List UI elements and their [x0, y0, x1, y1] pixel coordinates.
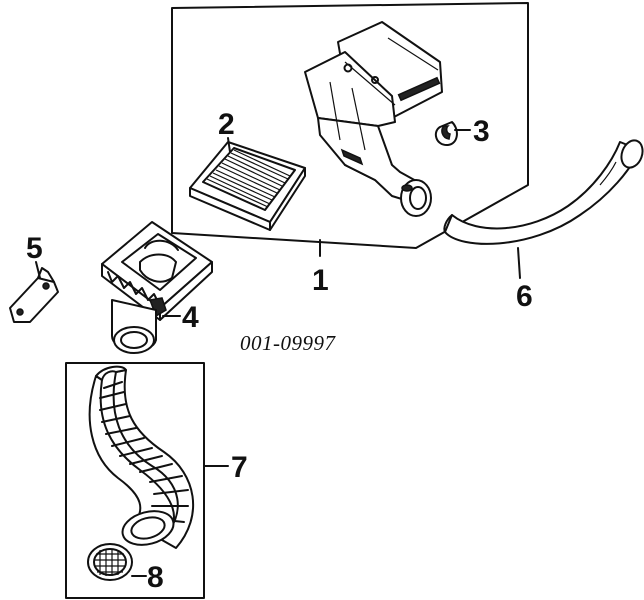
clip	[434, 121, 458, 147]
intake-duct	[88, 365, 195, 549]
callout-1: 1	[312, 264, 329, 297]
screen	[87, 543, 133, 581]
duct-group-box	[65, 362, 205, 599]
breather-hose	[443, 139, 644, 245]
callout-8: 8	[147, 561, 164, 594]
callout-7: 7	[231, 451, 248, 484]
air-filter-element	[189, 141, 306, 231]
callout-2: 2	[218, 108, 235, 141]
air-cleaner-housing	[304, 21, 443, 217]
callout-3: 3	[473, 115, 490, 148]
leader-lines	[35, 129, 521, 577]
bracket	[9, 267, 59, 323]
callout-5: 5	[26, 232, 43, 265]
callout-4: 4	[182, 301, 199, 334]
assembly-group-box	[171, 2, 529, 249]
housing-lower-base	[101, 221, 213, 354]
catalog-number: 001-09997	[240, 331, 336, 355]
callout-6: 6	[516, 280, 533, 313]
